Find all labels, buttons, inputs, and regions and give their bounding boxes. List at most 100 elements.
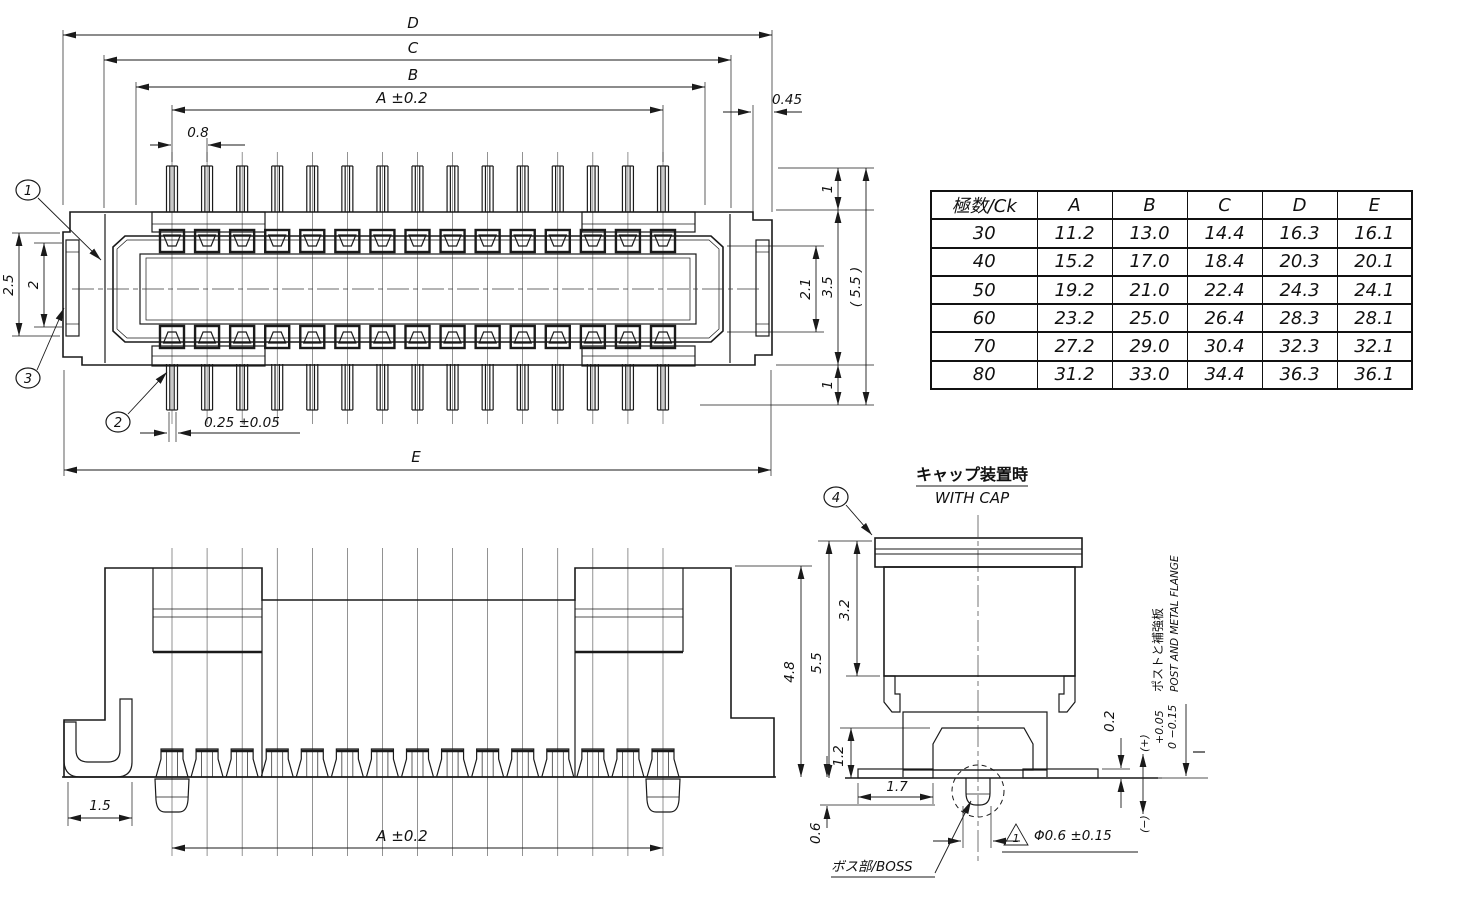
- callout-4-label: 4: [832, 491, 840, 506]
- table-cell: 80: [930, 359, 1038, 391]
- dim-A-label: A ±0.2: [375, 89, 427, 107]
- table-cell: 32.1: [1336, 331, 1413, 362]
- table-header-cell: C: [1186, 189, 1263, 221]
- table-cell: 25.0: [1111, 303, 1188, 334]
- right-dims: 1 3.5 1 ( 5.5 ) 2.1: [700, 167, 874, 406]
- top-view: D C B A ±0.2 0.8 0.45: [1, 14, 874, 476]
- table-cell: 30.4: [1186, 331, 1263, 362]
- dim-foot-thickness-label: 0.2: [1102, 711, 1118, 732]
- table-cell: 16.1: [1336, 218, 1413, 249]
- dim-stand-label: 1.2: [831, 745, 847, 766]
- dim-edge-label: 0.45: [772, 92, 802, 108]
- table-header-cell: E: [1336, 189, 1413, 221]
- dim-pin-width-label: 0.25 ±0.05: [204, 415, 280, 431]
- dim-C-label: C: [408, 39, 419, 57]
- cap-mount-plates: [151, 211, 696, 367]
- table-cell: 13.0: [1111, 218, 1188, 249]
- left-dims: 2.5 2: [1, 232, 62, 337]
- dim-height: 4.8: [735, 565, 812, 777]
- dim-pin-bottom-label: 1: [820, 381, 836, 390]
- side-view-title-en: WITH CAP: [935, 489, 1010, 507]
- callout-1: 1: [15, 179, 102, 261]
- table-cell: 36.3: [1261, 359, 1338, 391]
- dim-foot-label: 1.7: [886, 779, 908, 795]
- dim-cap-label: 3.2: [837, 599, 853, 620]
- pin-centerlines-front: [171, 548, 664, 856]
- minus-direction-label: (−): [1138, 815, 1151, 833]
- metal-flange-right: [755, 239, 770, 337]
- table-cell: 24.1: [1336, 274, 1413, 306]
- table-cell: 34.4: [1186, 359, 1263, 391]
- contact-rows: [158, 228, 677, 350]
- cap: [874, 537, 1083, 568]
- table-cell: 60: [930, 303, 1038, 334]
- dim-pitch: 0.8: [150, 125, 245, 162]
- dim-flange-inner-label: 2: [26, 281, 42, 290]
- dim-overall-label: ( 5.5 ): [848, 267, 864, 308]
- table-cell: 15.2: [1036, 246, 1113, 277]
- callout-2: 2: [105, 371, 168, 433]
- table-cell: 50: [930, 274, 1038, 306]
- callout-1-label: 1: [24, 184, 32, 199]
- delta-note-triangle: [1003, 823, 1029, 846]
- boss-posts: [154, 778, 681, 813]
- table-cell: 31.2: [1036, 359, 1113, 391]
- table-cell: 29.0: [1111, 331, 1188, 362]
- dim-boss-height-label: 0.6: [808, 823, 824, 844]
- table-cell: 21.0: [1111, 274, 1188, 306]
- posts: [165, 165, 670, 411]
- table-cell: 40: [930, 246, 1038, 277]
- callout-3: 3: [15, 307, 65, 389]
- dim-D-label: D: [407, 14, 419, 32]
- table-cell: 28.1: [1336, 303, 1413, 334]
- post-flange-note: ポストと補強板 POST AND METAL FLANGE: [1151, 555, 1181, 692]
- dim-pin-top-label: 1: [820, 185, 836, 194]
- dim-cavity-label: 2.1: [798, 278, 814, 299]
- table-cell: 22.4: [1186, 274, 1263, 306]
- dim-overall-side-label: 5.5: [809, 652, 825, 673]
- note-jp: ポストと補強板: [1151, 608, 1165, 692]
- solder-feet: [155, 748, 680, 778]
- dim-flange-outer-label: 2.5: [1, 274, 17, 295]
- dim-span: A ±0.2: [172, 827, 663, 852]
- side-view-with-cap: キャップ装置時 WITH CAP 4: [808, 465, 1208, 878]
- tolerance-upper: +0.05: [1153, 710, 1166, 744]
- table-cell: 17.0: [1111, 246, 1188, 277]
- tolerance-lower: 0 −0.15: [1166, 705, 1179, 749]
- metal-flange-left: [65, 239, 80, 337]
- dim-D: D: [62, 14, 773, 212]
- dim-boss-dia-label: Φ0.6 ±0.15: [1034, 828, 1112, 844]
- table-cell: 32.3: [1261, 331, 1338, 362]
- dim-B-label: B: [408, 66, 418, 84]
- table-cell: 33.0: [1111, 359, 1188, 391]
- table-cell: 26.4: [1186, 303, 1263, 334]
- table-cell: 16.3: [1261, 218, 1338, 249]
- pin-centerlines: [171, 152, 664, 424]
- table-header-cell: D: [1261, 189, 1338, 221]
- dim-edge: 0.45: [723, 92, 802, 214]
- table-cell: 18.4: [1186, 246, 1263, 277]
- side-view-title-jp: キャップ装置時: [916, 465, 1028, 484]
- front-view: 1.5 A ±0.2 4.8: [62, 548, 812, 856]
- dim-fitting-label: 1.5: [89, 798, 110, 814]
- table-cell: 28.3: [1261, 303, 1338, 334]
- dim-C: C: [103, 39, 732, 208]
- dim-E-label: E: [411, 448, 421, 466]
- table-cell: 20.1: [1336, 246, 1413, 277]
- table-cell: 23.2: [1036, 303, 1113, 334]
- boss: [951, 764, 1005, 818]
- callout-2-label: 2: [114, 416, 122, 431]
- table-cell: 20.3: [1261, 246, 1338, 277]
- table-cell: 30: [930, 218, 1038, 249]
- table-cell: 27.2: [1036, 331, 1113, 362]
